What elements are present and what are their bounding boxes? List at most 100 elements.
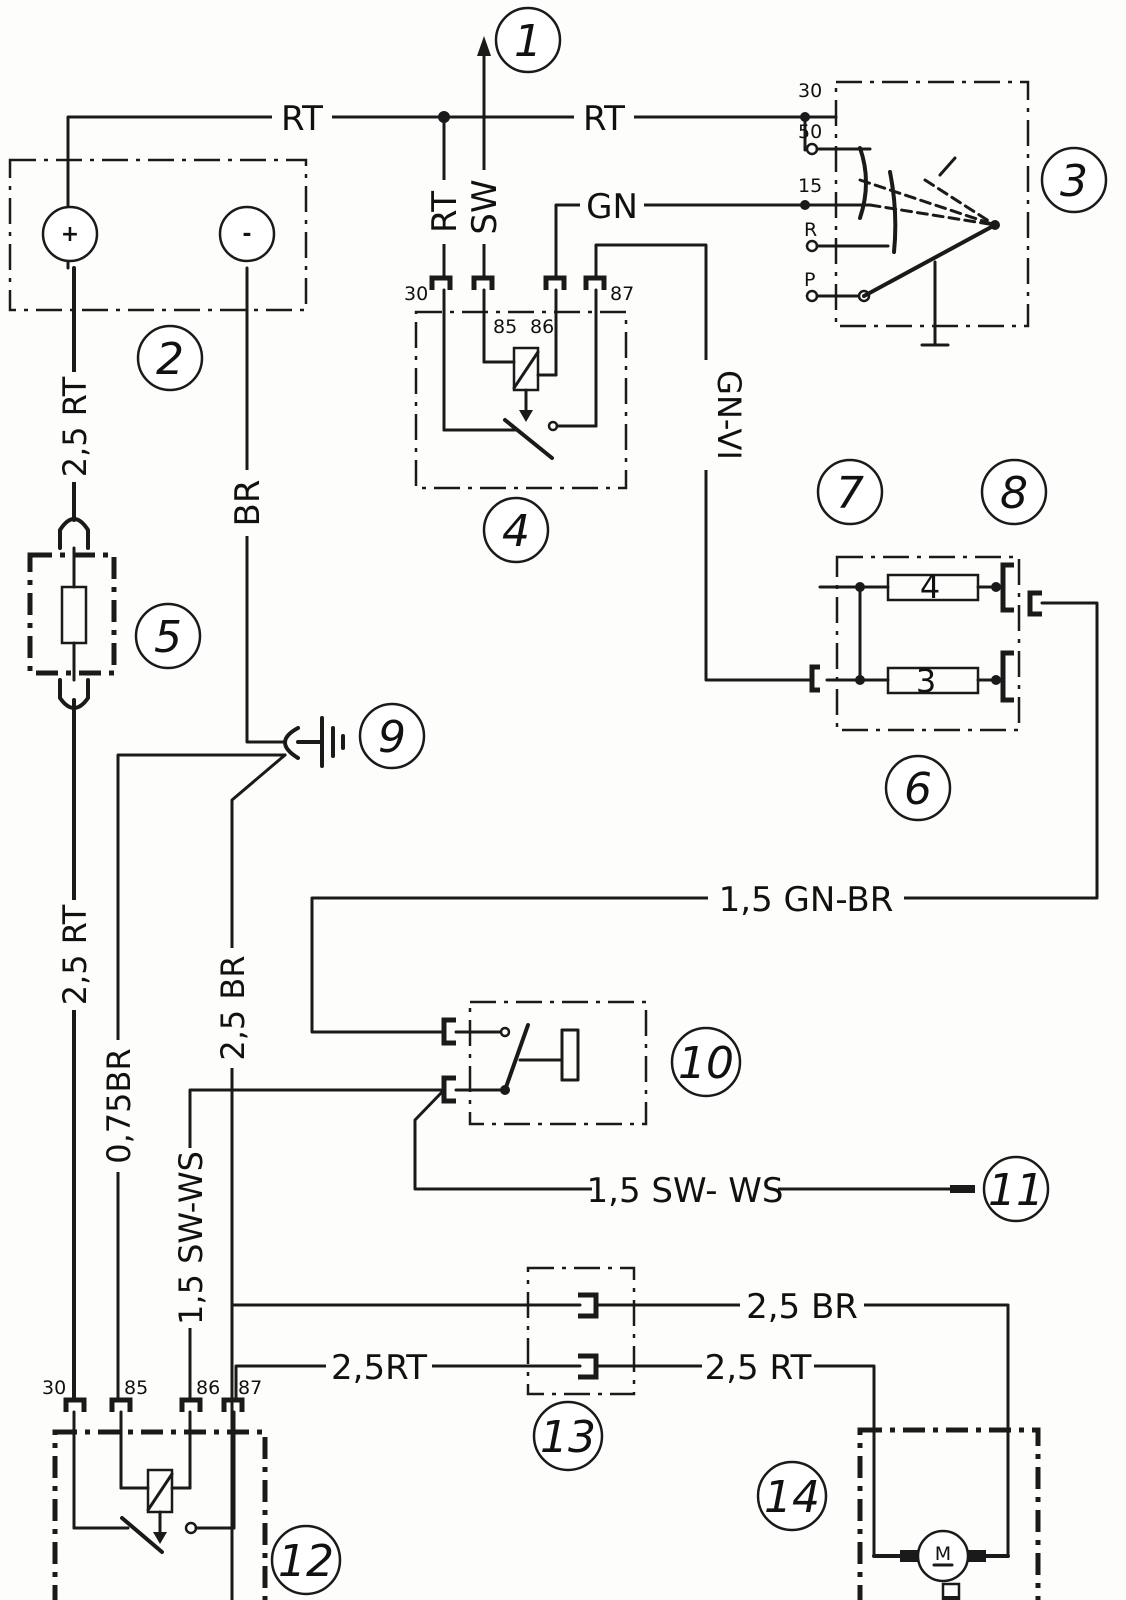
wire-label-25rt-mid: 2,5 RT [56,904,94,1005]
component-11-number: 11 [988,1165,1044,1216]
wire-label-25rt-top: 2,5 RT [56,376,94,477]
wire-25br-motor [596,1303,1010,1558]
component-4-circle [482,496,550,564]
component-11-circle [982,1155,1050,1223]
switch3-pin-p: P [804,269,815,291]
fuse-block-pins [809,562,1042,703]
motor-box [857,1427,1041,1600]
relay12-pin-30: 30 [42,1377,66,1399]
switch3-pin-15: 15 [798,175,822,197]
plus-symbol: + [61,222,79,247]
fuse-3-label: 3 [916,662,936,700]
switch-lever [862,223,997,298]
component-1-number: 1 [514,16,542,67]
relay-4-box [414,310,628,490]
wire-label-25br: 2,5 BR [214,955,252,1060]
wire-label-gn-vi: GN-VI [710,370,748,460]
fuse-box [27,552,117,676]
component-13-circle [532,1400,604,1472]
wire-label-rt-vertical: RT [425,191,465,233]
wire-25br [230,753,287,1600]
component-14-number: 14 [764,1472,820,1523]
wire-25br-13 [230,1098,582,1307]
wire-label-sw-vertical: SW [465,179,505,234]
wire-label-15sw-ws-vertical: 1,5 SW-WS [172,1151,210,1325]
wire-25rt-motor [596,1364,876,1558]
wire-gn [554,203,807,280]
relay4-pin-30: 30 [404,283,428,305]
connector-13-pins [578,1292,599,1380]
switch-10-box [468,1000,648,1126]
switch3-pin-r: R [804,219,817,241]
component-12-circle [270,1524,342,1596]
wire-br [245,266,287,744]
battery-box [8,158,308,312]
wire-label-25br-bottom: 2,5 BR [746,1287,858,1327]
wire-label-rt-left: RT [281,99,323,139]
component-2-number: 2 [156,334,184,385]
fuse-4-label: 4 [920,568,940,606]
component-4-number: 4 [502,506,530,557]
component-3-circle [1040,146,1108,214]
component-2-circle [136,324,204,392]
wire-label-15gn-br: 1,5 GN-BR [719,880,894,920]
wire-label-25rt-left: 2,5RT [331,1348,427,1388]
component-5-circle [134,602,202,670]
connector-13-box [526,1266,636,1396]
component-3-number: 3 [1060,156,1088,207]
switch3-pin-30: 30 [798,80,822,102]
fuse-element [60,585,88,645]
wire-label-rt-right: RT [583,99,625,139]
relay12-pin-87: 87 [238,1377,262,1399]
wire-label-075br: 0,75BR [100,1048,138,1163]
relay-12-contact [120,1516,164,1554]
switch-10-pins [441,1017,456,1104]
component-8-number: 8 [1000,468,1028,519]
component-5-number: 5 [154,612,182,663]
wire-label-br: BR [228,480,268,527]
relay4-pin-87: 87 [610,283,634,305]
fuse-block-6 [835,555,1021,732]
arrow-up-icon [477,36,491,56]
wire-075br [116,753,287,1402]
component-6-number: 6 [904,764,932,815]
motor-terminal-icon [941,1582,961,1600]
motor-label: M [935,1543,951,1565]
component-9-circle [358,702,426,770]
wire-25rt-87 [234,1364,582,1402]
component-14-circle [756,1460,828,1532]
component-10-number: 10 [678,1038,734,1089]
wire-label-25rt-right: 2,5 RT [705,1348,812,1388]
wire-gn-vi [594,243,814,682]
relay4-pin-85: 85 [493,316,517,338]
relay12-pin-86: 86 [196,1377,220,1399]
wire-15gn-br [310,601,1099,1034]
relay-12-pins [63,1397,245,1412]
component-1-circle [494,6,562,74]
relay-4-contact [503,418,554,460]
battery-minus-terminal [218,205,276,263]
ground-connector [283,726,300,760]
component-9-number: 9 [378,712,406,763]
relay-12-box [52,1429,268,1600]
component-13-number: 13 [540,1412,596,1463]
wire-label-gn: GN [586,187,638,227]
switch3-pin-50: 50 [798,121,822,143]
component-12-number: 12 [278,1536,334,1587]
motor-icon [916,1529,970,1583]
relay-4-pins [429,275,607,290]
wire-label-15sw-ws: 1,5 SW- WS [587,1171,784,1211]
minus-symbol: - [242,222,251,247]
component-7-number: 7 [836,468,864,519]
battery-plus-terminal [41,205,99,263]
component-8-circle [980,458,1048,526]
relay12-pin-85: 85 [124,1377,148,1399]
component-numbers: 1 2 3 4 5 6 7 8 9 10 11 12 13 14 [134,6,1108,1596]
component-6-circle [884,754,952,822]
switch-arc-2 [888,170,898,254]
switch-10-contact [503,1023,530,1092]
relay4-pin-86: 86 [530,316,554,338]
component-10-circle [670,1026,742,1098]
